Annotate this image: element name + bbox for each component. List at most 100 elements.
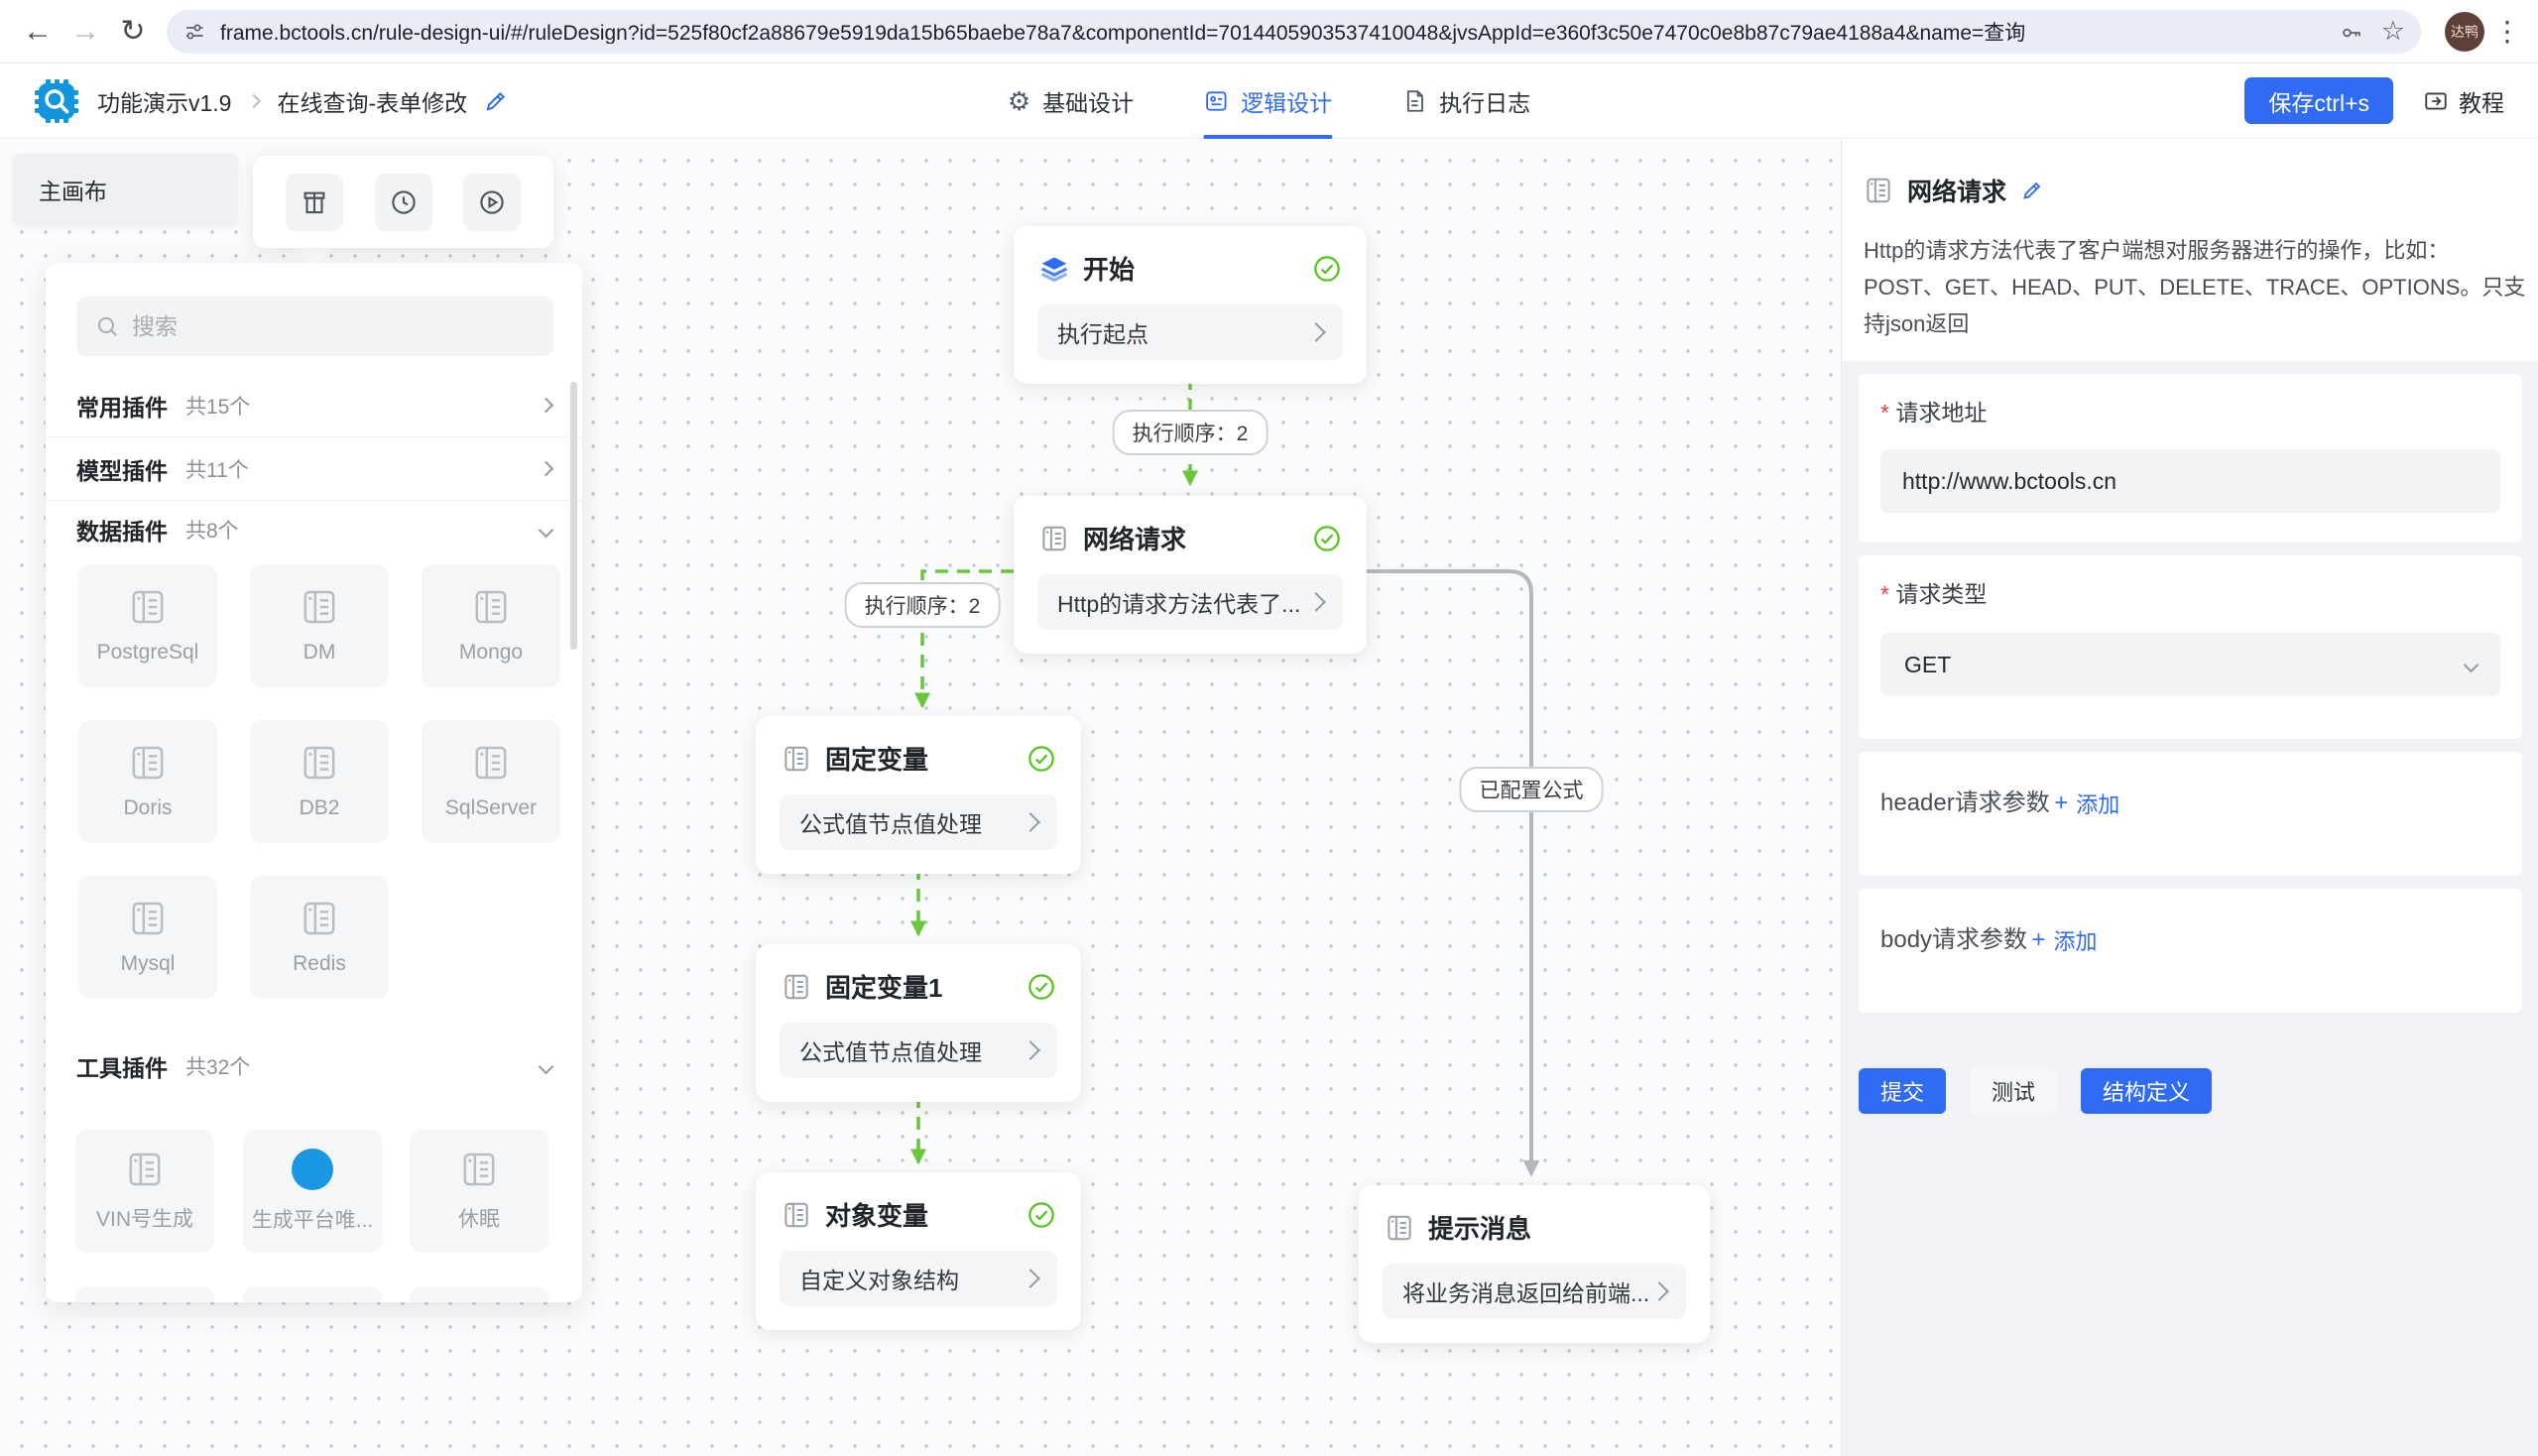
plugin-tile-mysql[interactable]: Mysql — [78, 876, 217, 999]
category-count: 共15个 — [185, 395, 251, 419]
url-field[interactable] — [1880, 449, 2500, 513]
inspector-panel: 网络请求 Http的请求方法代表了客户端想对服务器进行的操作，比如：POST、G… — [1841, 139, 2538, 1456]
node-fixed-var[interactable]: 固定变量 公式值节点值处理 — [756, 716, 1081, 874]
tab-logic-design[interactable]: 逻辑设计 — [1203, 63, 1333, 139]
edge-label-formula: 已配置公式 — [1459, 767, 1604, 812]
category-tool-plugins[interactable]: 工具插件 共32个 — [46, 1038, 582, 1094]
submit-button[interactable]: 提交 — [1859, 1068, 1947, 1114]
category-common-plugins[interactable]: 常用插件 共15个 — [46, 374, 582, 437]
plugin-tile-dm[interactable]: DM — [250, 564, 389, 687]
inspector-description: Http的请求方法代表了客户端想对服务器进行的操作，比如：POST、GET、HE… — [1864, 238, 2526, 336]
plugin-icon — [1385, 1213, 1414, 1243]
test-button[interactable]: 测试 — [1970, 1068, 2058, 1114]
add-header-param-button[interactable]: 添加 — [2054, 788, 2119, 819]
chevron-right-icon — [1021, 812, 1040, 832]
site-settings-icon[interactable] — [182, 20, 206, 44]
panel-scrollbar[interactable] — [570, 382, 577, 650]
plugin-icon — [782, 744, 811, 774]
node-field-label: 公式值节点值处理 — [799, 1039, 982, 1065]
plugin-label: SqlServer — [444, 796, 538, 819]
plugin-tile-partial[interactable] — [243, 1286, 382, 1302]
edit-title-icon[interactable] — [483, 88, 509, 114]
check-circle-icon — [1027, 973, 1055, 1001]
node-object-var[interactable]: 对象变量 自定义对象结构 — [756, 1172, 1081, 1330]
key-icon[interactable] — [2340, 20, 2363, 44]
search-icon — [94, 313, 120, 339]
plugin-tile-redis[interactable]: Redis — [250, 876, 389, 999]
save-button[interactable]: 保存ctrl+s — [2244, 77, 2393, 124]
field-card-body-params: body请求参数 添加 — [1859, 889, 2522, 1013]
chevron-right-icon — [1649, 1281, 1669, 1301]
history-button[interactable] — [374, 173, 432, 231]
node-field[interactable]: Http的请求方法代表了... — [1037, 574, 1343, 630]
search-input[interactable] — [132, 312, 536, 340]
plugin-label: Mongo — [458, 641, 524, 664]
node-title: 开始 — [1083, 255, 1136, 285]
bookmark-star-icon[interactable]: ☆ — [2380, 16, 2405, 46]
plugin-icon — [1864, 176, 1893, 205]
forward-icon[interactable]: → — [70, 14, 100, 48]
field-card-header-params: header请求参数 添加 — [1859, 752, 2522, 876]
request-type-select[interactable]: GET — [1880, 633, 2500, 696]
node-fixed-var-1[interactable]: 固定变量1 公式值节点值处理 — [756, 944, 1081, 1102]
avatar[interactable]: 达鸭 — [2445, 11, 2484, 52]
plugin-icon — [471, 587, 511, 627]
plugin-tile-partial[interactable] — [75, 1286, 214, 1302]
plugin-panel: 常用插件 共15个 模型插件 共11个 数据插件 共8个 Pos — [46, 263, 582, 1302]
node-prompt-message[interactable]: 提示消息 将业务消息返回给前端... — [1359, 1185, 1710, 1343]
tutorial-label: 教程 — [2459, 89, 2504, 116]
gear-icon: ⚙ — [1007, 86, 1031, 116]
tab-exec-log[interactable]: 执行日志 — [1401, 63, 1530, 139]
flow-canvas[interactable]: 执行顺序：2 执行顺序：2 已配置公式 开始 执行起点 网络请求 — [0, 139, 1841, 1456]
breadcrumb-app[interactable]: 功能演示v1.9 — [97, 89, 232, 116]
canvas-tab-main[interactable]: 主画布 — [13, 154, 238, 225]
category-model-plugins[interactable]: 模型插件 共11个 — [46, 437, 582, 501]
category-data-plugins[interactable]: 数据插件 共8个 — [46, 501, 582, 558]
node-field[interactable]: 执行起点 — [1037, 304, 1343, 360]
plugin-search[interactable] — [76, 297, 553, 356]
node-field[interactable]: 公式值节点值处理 — [780, 1023, 1057, 1078]
plugin-label: Redis — [293, 952, 346, 975]
tab-basic-design[interactable]: ⚙ 基础设计 — [1008, 63, 1134, 139]
check-circle-icon — [1027, 745, 1055, 773]
plugin-tile-platform-unique[interactable]: 生成平台唯... — [243, 1130, 382, 1253]
workspace: 执行顺序：2 执行顺序：2 已配置公式 开始 执行起点 网络请求 — [0, 139, 2538, 1456]
plugin-library-button[interactable] — [286, 173, 343, 231]
plugin-tile-vin[interactable]: VIN号生成 — [75, 1130, 214, 1253]
play-circle-icon — [477, 187, 507, 217]
run-button[interactable] — [463, 173, 521, 231]
plugin-tile-sleep[interactable]: 休眠 — [410, 1130, 548, 1253]
chevron-down-icon — [2463, 657, 2479, 672]
clock-icon — [389, 187, 419, 217]
node-field[interactable]: 将业务消息返回给前端... — [1383, 1264, 1686, 1319]
url-input[interactable] — [220, 19, 2326, 44]
field-label: body请求参数 — [1880, 926, 2028, 953]
node-http-request[interactable]: 网络请求 Http的请求方法代表了... — [1014, 496, 1367, 654]
browser-menu-icon[interactable]: ⋮ — [2493, 16, 2521, 47]
back-icon[interactable]: ← — [23, 14, 53, 48]
plugin-icon — [782, 972, 811, 1002]
node-start[interactable]: 开始 执行起点 — [1014, 226, 1367, 384]
plus-icon — [2054, 789, 2068, 817]
address-bar[interactable]: ☆ — [167, 9, 2421, 54]
reload-icon[interactable]: ↻ — [120, 15, 146, 48]
node-field-label: 自定义对象结构 — [799, 1268, 959, 1293]
plugin-tile-postgresql[interactable]: PostgreSql — [78, 564, 217, 687]
plugin-tile-partial[interactable] — [410, 1286, 548, 1302]
tutorial-link[interactable]: 教程 — [2423, 84, 2504, 118]
chevron-down-icon — [538, 522, 554, 538]
plugin-tile-sqlserver[interactable]: SqlServer — [422, 720, 560, 843]
chevron-down-icon — [538, 1058, 554, 1074]
plus-icon — [2032, 926, 2046, 954]
plugin-tile-doris[interactable]: Doris — [78, 720, 217, 843]
edge-label-order: 执行顺序：2 — [1112, 410, 1269, 455]
node-field[interactable]: 自定义对象结构 — [780, 1251, 1057, 1306]
url-field-input[interactable] — [1902, 467, 2478, 495]
plugin-tile-mongo[interactable]: Mongo — [422, 564, 560, 687]
schema-button[interactable]: 结构定义 — [2081, 1068, 2213, 1114]
add-body-param-button[interactable]: 添加 — [2032, 924, 2098, 956]
edit-node-name-icon[interactable] — [2020, 179, 2044, 202]
plugin-tile-db2[interactable]: DB2 — [250, 720, 389, 843]
node-field[interactable]: 公式值节点值处理 — [780, 794, 1057, 850]
